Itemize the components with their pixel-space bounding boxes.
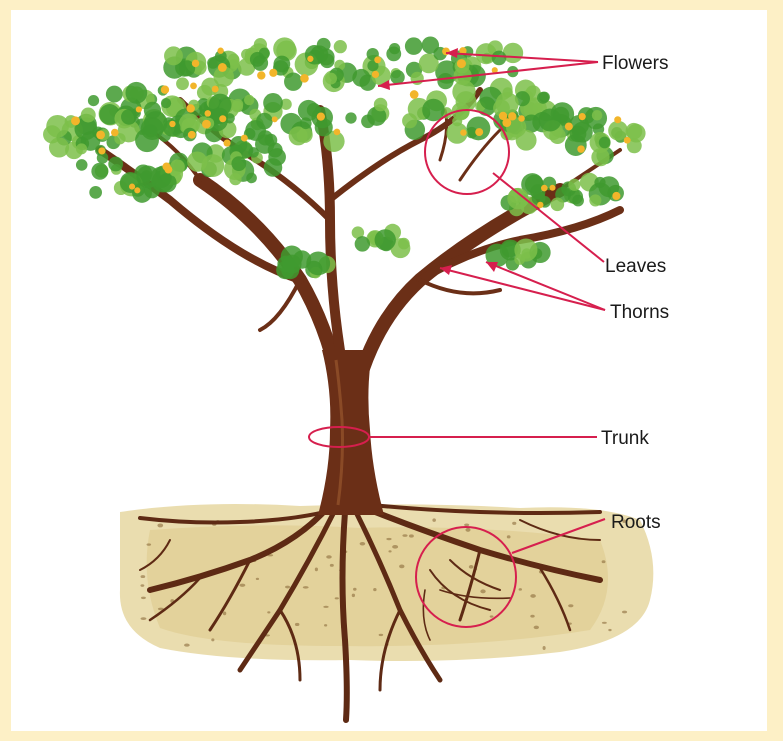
diagram-panel: Flowers Leaves Thorns Trunk Roots [11,10,767,731]
label-leaves: Leaves [605,256,666,277]
foliage [43,36,646,279]
label-roots: Roots [611,512,661,533]
label-flowers: Flowers [602,53,669,74]
label-trunk: Trunk [601,428,649,449]
tree-diagram: Flowers Leaves Thorns Trunk Roots [11,10,767,731]
label-thorns: Thorns [610,302,669,323]
trunk [318,350,384,515]
